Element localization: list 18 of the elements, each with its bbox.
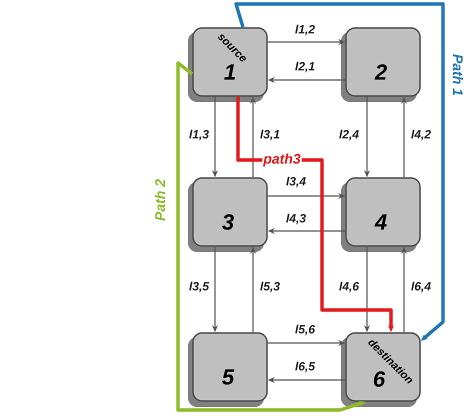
edge-label: l2,4 (338, 128, 360, 142)
edge-label: l3,5 (188, 280, 210, 294)
edge-label: l5,3 (259, 280, 281, 294)
edge-label: l6,5 (294, 360, 316, 374)
edge-label: l1,2 (294, 24, 316, 36)
edge-label: path3 (262, 152, 302, 168)
edge-label: l4,3 (285, 212, 307, 226)
edge-label: Path 1 (452, 53, 464, 97)
edge-label: l5,6 (294, 324, 316, 336)
edge-label: l6,4 (410, 280, 432, 294)
path-arrow (234, 2, 445, 341)
edge-label: l4,2 (410, 128, 432, 142)
edge-label: Path 2 (154, 178, 166, 222)
edge-label: l3,1 (259, 128, 281, 142)
edge-label: l4,6 (338, 280, 360, 294)
edge-label: l2,1 (294, 60, 316, 74)
edge-label: l1,3 (188, 128, 210, 142)
edge-label: l3,4 (285, 176, 307, 188)
